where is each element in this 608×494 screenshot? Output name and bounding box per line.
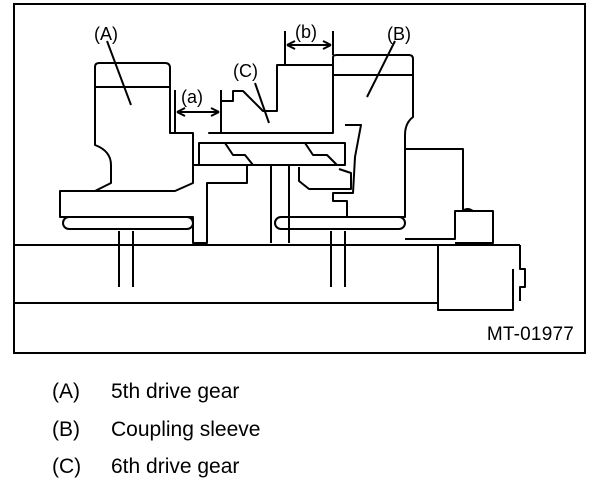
main-shaft bbox=[15, 244, 526, 311]
dimension-a bbox=[174, 90, 222, 133]
callout-B: (B) bbox=[387, 24, 411, 44]
gear-assembly-drawing: (A) (B) (C) (a) (b) bbox=[15, 22, 526, 311]
leader-a-callout bbox=[106, 40, 132, 106]
callout-b: (b) bbox=[295, 22, 317, 42]
coupling-sleeve bbox=[332, 54, 414, 218]
sixth-drive-gear bbox=[208, 64, 334, 134]
needle-bearing-left bbox=[62, 216, 194, 287]
legend-text: Coupling sleeve bbox=[111, 417, 261, 441]
callout-C: (C) bbox=[233, 61, 258, 81]
legend-text: 5th drive gear bbox=[111, 380, 240, 403]
leader-b-callout bbox=[366, 40, 396, 98]
legend-text: 6th drive gear bbox=[111, 455, 240, 478]
legend-key: (A) bbox=[52, 380, 80, 403]
hub bbox=[405, 148, 464, 240]
fifth-drive-gear-teeth bbox=[94, 77, 112, 192]
legend-key: (C) bbox=[52, 455, 82, 478]
leader-c-callout bbox=[254, 82, 270, 124]
figure-id-label: MT-01977 bbox=[486, 324, 574, 345]
callout-A: (A) bbox=[94, 24, 118, 44]
fifth-drive-gear bbox=[59, 62, 248, 244]
callout-a: (a) bbox=[181, 87, 203, 107]
needle-bearing-right bbox=[274, 216, 406, 287]
dimension-b bbox=[284, 31, 334, 65]
legend-key: (B) bbox=[52, 417, 80, 441]
diagram-frame: (A) (B) (C) (a) (b) MT-01977 bbox=[13, 3, 586, 354]
